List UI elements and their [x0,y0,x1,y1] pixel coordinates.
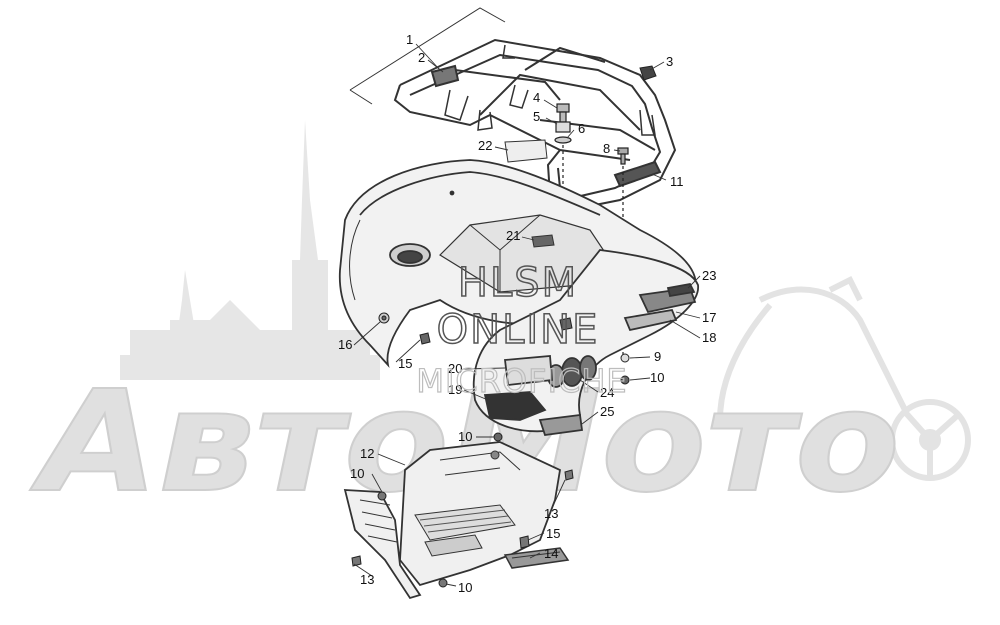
callout-10-right: 10 [650,370,664,385]
callout-4: 4 [533,90,540,105]
hlsm-line1: HLSM [458,260,578,306]
callout-18: 18 [702,330,716,345]
tail-panel [472,249,699,436]
callout-10-left: 10 [350,466,364,481]
hlsm-line3: MICROFICHE [416,362,627,400]
callout-25: 25 [600,404,614,419]
hlsm-line2: ONLINE [437,307,600,353]
callout-12: 12 [360,446,374,461]
callouts: 1 2 3 4 5 6 8 11 22 21 23 17 18 16 15 20… [338,32,716,595]
callout-16: 16 [338,337,352,352]
callout-15-lower: 15 [546,526,560,541]
callout-3: 3 [666,54,673,69]
leader-lines [353,43,701,587]
watermark-motorcycle [717,275,971,481]
callout-10-mid: 10 [458,429,472,444]
callout-24: 24 [600,385,614,400]
callout-13-right: 13 [544,506,558,521]
footwell-fasteners [351,469,574,588]
callout-11: 11 [670,174,684,189]
callout-5: 5 [533,109,540,124]
callout-17: 17 [702,310,716,325]
callout-15-upper: 15 [398,356,412,371]
watermark-skyline [120,120,380,380]
rear-cargo-rack [349,7,677,212]
rear-fender [338,159,697,369]
callout-23: 23 [702,268,716,283]
callout-2: 2 [418,50,425,65]
decal [504,139,548,163]
callout-10-bottom: 10 [458,580,472,595]
fender-fasteners [378,312,630,442]
callout-13-left: 13 [360,572,374,587]
callout-20: 20 [448,361,462,376]
footwell [343,441,562,600]
callout-21: 21 [506,228,520,243]
hlsm-watermark: HLSM ONLINE MICROFICHE [416,259,627,400]
bolt-stack [554,103,572,330]
callout-19: 19 [448,382,462,397]
callout-9: 9 [654,349,661,364]
callout-1: 1 [406,32,413,47]
callout-14: 14 [544,546,558,561]
cap-nut [639,65,657,81]
callout-6: 6 [578,121,585,136]
callout-22: 22 [478,138,492,153]
callout-8: 8 [603,141,610,156]
